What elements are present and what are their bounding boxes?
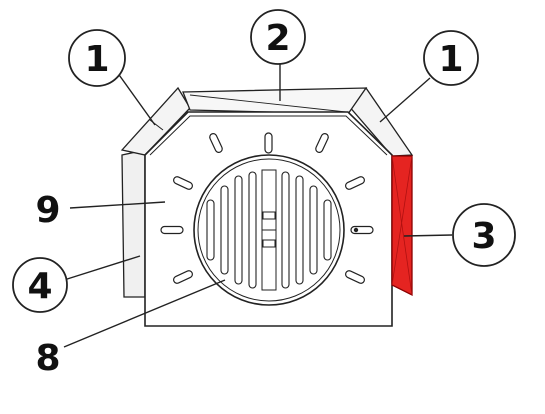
callout-circle-1-right xyxy=(423,30,479,86)
grate xyxy=(193,154,345,306)
top-center-brick xyxy=(182,87,368,115)
callout-label-9: 9 xyxy=(35,190,60,231)
callout-label-8: 8 xyxy=(35,338,60,379)
callout-label-3: 3 xyxy=(471,216,496,257)
callout-label-1-right: 1 xyxy=(438,39,463,80)
callout-label-2: 2 xyxy=(265,18,290,59)
callout-circle-1-left xyxy=(68,29,126,87)
callout-label-1-left: 1 xyxy=(84,39,109,80)
callout-circle-3 xyxy=(452,203,516,267)
leader-9 xyxy=(69,201,166,209)
leader-1-left xyxy=(116,71,156,126)
leader-3 xyxy=(403,234,453,237)
radial-slots xyxy=(160,132,374,284)
leader-1-right xyxy=(379,77,431,123)
callout-circle-2 xyxy=(250,9,306,65)
leader-8 xyxy=(63,279,226,348)
callout-label-4: 4 xyxy=(27,266,52,307)
left-side-brick xyxy=(121,149,146,298)
marker-dot xyxy=(353,227,359,233)
callout-circle-4 xyxy=(12,257,68,313)
leader-4 xyxy=(63,255,141,281)
